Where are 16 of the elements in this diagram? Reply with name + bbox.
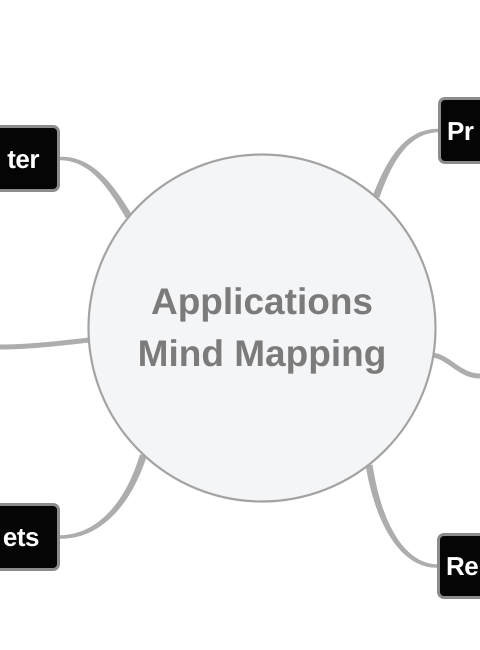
topic-title: Applications Mind Mapping — [136, 280, 388, 376]
branch-connector — [366, 464, 438, 568]
topic-box — [438, 97, 480, 164]
central-topic-circle — [87, 153, 437, 503]
topic-label: Re — [446, 550, 478, 583]
branch-connector — [372, 128, 438, 198]
topic-box — [0, 125, 60, 192]
branch-connector — [60, 454, 147, 539]
topic-label: Pr — [447, 114, 474, 148]
branch-connector — [432, 352, 480, 378]
topic-label: ter — [7, 142, 39, 176]
topic-label: ets — [2, 521, 39, 554]
topic-box — [0, 503, 60, 571]
topic-box — [437, 533, 480, 599]
branch-connector — [0, 338, 89, 350]
branch-connector — [60, 156, 132, 218]
